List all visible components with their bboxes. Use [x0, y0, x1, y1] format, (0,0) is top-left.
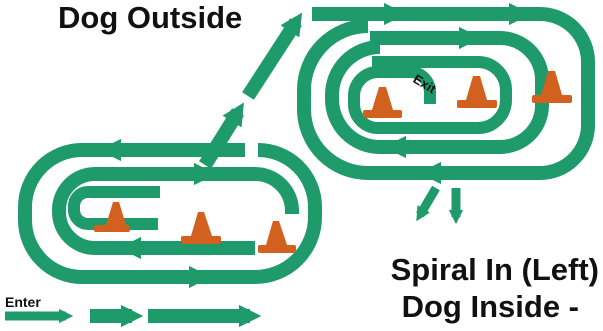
connector-arrow: [248, 22, 296, 96]
cone-icon: [457, 76, 497, 108]
exit-arrow: [420, 188, 436, 215]
connector-arrow: [205, 112, 238, 165]
enter-label: Enter: [5, 295, 41, 309]
cone-icon: [258, 221, 296, 253]
cone-icon: [181, 212, 221, 244]
title-dog-outside: Dog Outside: [58, 2, 242, 33]
cone-icon: [94, 202, 130, 232]
subtitle-dog-inside: Dog Inside -: [402, 291, 579, 322]
subtitle-spiral-in-left: Spiral In (Left): [391, 254, 599, 285]
lower-spiral-middle-loop: [59, 174, 292, 248]
cone-icon: [363, 87, 402, 118]
